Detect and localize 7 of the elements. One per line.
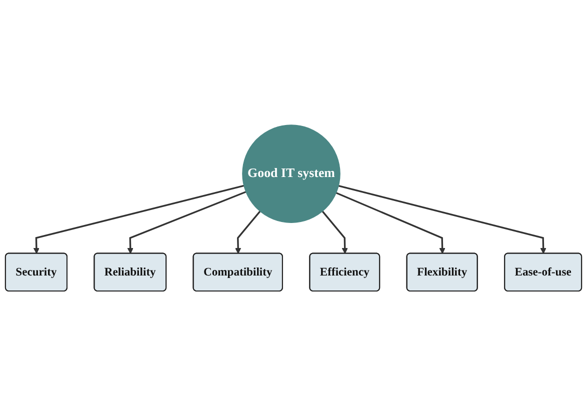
arrow [127,191,246,254]
arrow [336,192,446,254]
arrow [33,184,244,254]
arrow [322,210,348,254]
node-circle: Good IT system [242,124,340,223]
arrow [338,185,546,254]
arrow [235,210,261,254]
